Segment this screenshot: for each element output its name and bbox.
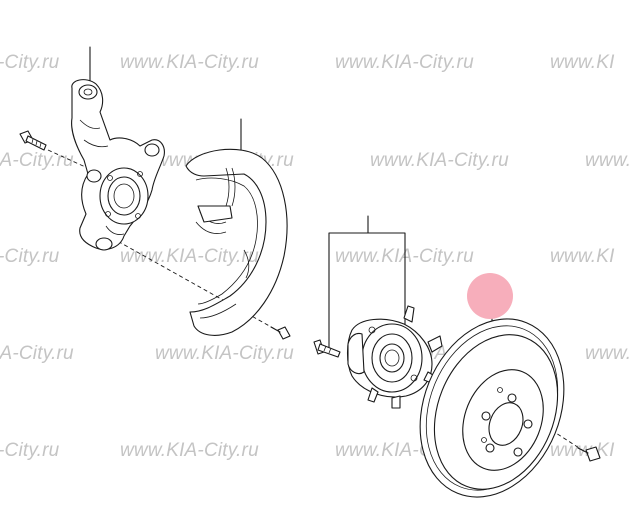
disc-screw-axis (527, 414, 591, 456)
brake-disc-screw (577, 446, 601, 462)
watermark: www.KIA-City.ru (335, 52, 474, 73)
watermark: www.KIA-City.ru (335, 246, 474, 267)
watermark: www.KI (585, 150, 630, 171)
watermark: www.KIA-City.ru (120, 440, 259, 461)
knuckle-bolt-axis (47, 149, 93, 171)
watermark: www.KIA-City.ru (120, 246, 259, 267)
watermark: www.KI (550, 246, 615, 267)
knuckle-to-shield-axis (111, 237, 283, 334)
watermark: www.KIA-City.ru (370, 150, 509, 171)
hub-bolt (313, 339, 341, 358)
watermark: IA-City.ru (0, 150, 74, 171)
brake-disc (419, 318, 565, 498)
watermark: www.KI (550, 52, 615, 73)
knuckle-bolt (19, 130, 47, 151)
watermark: -City.ru (0, 440, 60, 461)
watermark: www.KIA-City.ru (155, 343, 294, 364)
watermark: -City.ru (0, 52, 60, 73)
watermark: www.KIA-City.ru (120, 52, 259, 73)
dust-shield-screw (270, 326, 291, 340)
dust-shield (185, 148, 288, 336)
watermark: www.KI (585, 343, 630, 364)
watermark: -City.ru (0, 246, 60, 267)
wheel-hub-bearing-assembly (346, 305, 443, 409)
watermark: IA-City.ru (0, 343, 74, 364)
hub-leader-bracket (328, 232, 406, 353)
steering-knuckle (71, 79, 165, 251)
brake-disc-callout-marker[interactable] (467, 273, 513, 319)
